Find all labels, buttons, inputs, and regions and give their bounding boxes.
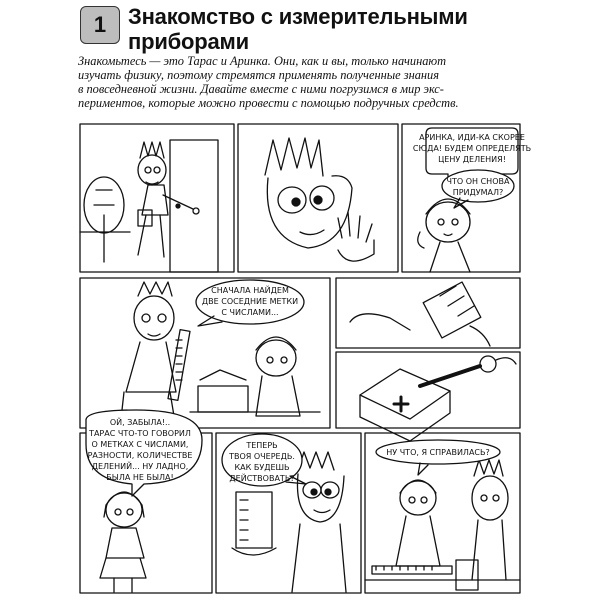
intro-line: Знакомьтесь — это Тарас и Аринка. Они, к… bbox=[78, 54, 447, 68]
panel-5-illustration bbox=[349, 281, 491, 347]
comic-panel-6 bbox=[335, 351, 521, 429]
intro-paragraph: Знакомьтесь — это Тарас и Аринка. Они, к… bbox=[78, 54, 538, 110]
bubble-5-line-3: КАК БУДЕШЬ bbox=[234, 463, 289, 472]
panel-7-illustration bbox=[99, 491, 147, 593]
bubble-1-line-3: ЦЕНУ ДЕЛЕНИЯ! bbox=[438, 155, 506, 164]
bubble-5-line-2: ТВОЯ ОЧЕРЕДЬ. bbox=[228, 452, 295, 461]
comic-panel-1 bbox=[79, 123, 235, 273]
comic-panel-4 bbox=[79, 277, 331, 429]
panel-1-illustration bbox=[79, 139, 219, 273]
speech-bubble-2: ЧТО ОН СНОВА ПРИДУМАЛ? bbox=[441, 169, 515, 209]
bubble-4-line-4: РАЗНОСТИ, КОЛИЧЕСТВЕ bbox=[88, 451, 193, 460]
lesson-number-badge: 1 bbox=[80, 6, 120, 44]
speech-bubble-5: ТЕПЕРЬ ТВОЯ ОЧЕРЕДЬ. КАК БУДЕШЬ ДЕЙСТВОВ… bbox=[221, 433, 307, 487]
panel-9-illustration bbox=[364, 459, 521, 591]
comic-panel-5 bbox=[335, 277, 521, 349]
bubble-4-line-3: О МЕТКАХ С ЧИСЛАМИ, bbox=[92, 440, 189, 449]
bubble-4-line-6: БЫЛА НЕ БЫЛА! bbox=[106, 473, 173, 482]
panel-4-illustration bbox=[119, 281, 321, 429]
intro-line: в повседневной жизни. Давайте вместе с н… bbox=[78, 82, 444, 96]
intro-line: периментов, которые можно провести с пом… bbox=[78, 96, 459, 110]
bubble-1-line-2: СЮДА! БУДЕМ ОПРЕДЕЛЯТЬ bbox=[413, 144, 531, 153]
bubble-6-line-1: НУ ЧТО, Я СПРАВИЛАСЬ? bbox=[386, 448, 489, 457]
panel-3-illustration bbox=[417, 198, 471, 273]
speech-bubble-3: СНАЧАЛА НАЙДЕМ ДВЕ СОСЕДНИЕ МЕТКИ С ЧИСЛ… bbox=[195, 279, 305, 327]
panel-8-illustration bbox=[231, 451, 347, 593]
bubble-2-line-1: ЧТО ОН СНОВА bbox=[447, 177, 510, 186]
comic-panel-9 bbox=[364, 432, 521, 594]
intro-line: изучать физику, поэтому стремятся примен… bbox=[78, 68, 440, 82]
bubble-1-line-1: АРИНКА, ИДИ-КА СКОРЕЕ bbox=[419, 133, 525, 142]
bubble-2-line-2: ПРИДУМАЛ? bbox=[453, 188, 504, 197]
bubble-5-line-1: ТЕПЕРЬ bbox=[245, 441, 277, 450]
title-line-2: приборами bbox=[128, 29, 249, 54]
bubble-4-line-5: ДЕЛЕНИЙ... НУ ЛАДНО, bbox=[92, 460, 189, 471]
bubble-5-line-4: ДЕЙСТВОВАТЬ? bbox=[229, 472, 294, 483]
comic-panel-3 bbox=[401, 123, 521, 273]
bubble-3-line-3: С ЧИСЛАМИ... bbox=[221, 308, 278, 317]
bubble-4-line-1: ОЙ, ЗАБЫЛА!.. bbox=[110, 416, 170, 427]
panel-2-illustration bbox=[264, 137, 375, 262]
lesson-number: 1 bbox=[93, 12, 107, 37]
speech-bubble-6: НУ ЧТО, Я СПРАВИЛАСЬ? bbox=[375, 439, 501, 476]
title-line-1: Знакомство с измерительными bbox=[128, 4, 468, 29]
bubble-4-line-2: ТАРАС ЧТО-ТО ГОВОРИЛ bbox=[88, 429, 191, 438]
bubble-3-line-1: СНАЧАЛА НАЙДЕМ bbox=[211, 284, 289, 295]
comic-panel-2 bbox=[237, 123, 399, 273]
comic-panel-8 bbox=[215, 432, 362, 594]
speech-bubble-4: ОЙ, ЗАБЫЛА!.. ТАРАС ЧТО-ТО ГОВОРИЛ О МЕТ… bbox=[85, 409, 203, 497]
page-title: Знакомство с измерительными приборами bbox=[128, 4, 548, 54]
bubble-3-line-2: ДВЕ СОСЕДНИЕ МЕТКИ bbox=[202, 297, 298, 306]
